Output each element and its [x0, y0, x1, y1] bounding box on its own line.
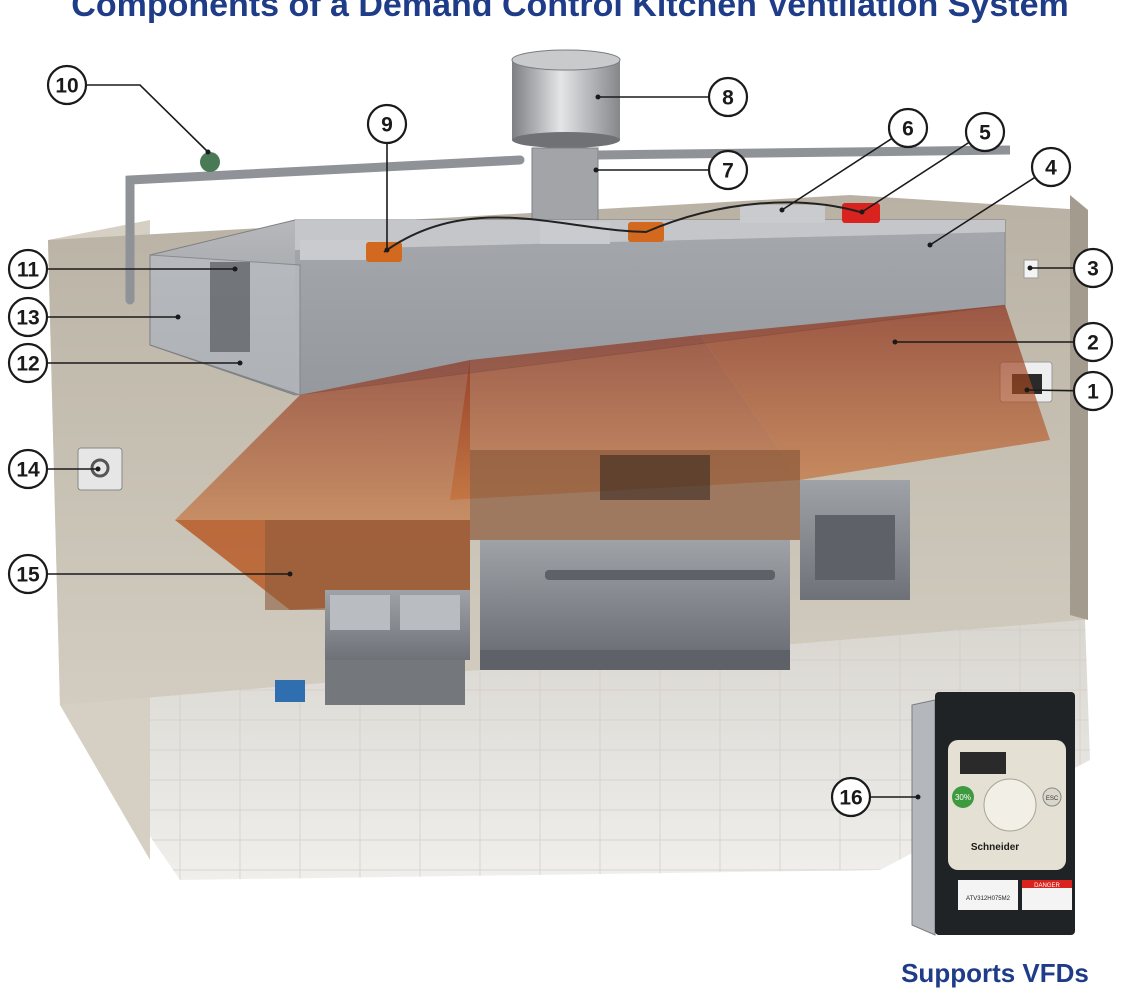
fire-suppression-pipe — [125, 145, 1011, 305]
callout-anchor-6 — [779, 207, 785, 213]
exhaust-fan — [511, 49, 621, 148]
callout-anchor-10 — [205, 149, 211, 155]
fire-suppression-valve — [200, 152, 220, 172]
callout-anchor-16 — [915, 794, 921, 800]
callout-anchor-4 — [927, 242, 933, 248]
callout-circle-11 — [7, 248, 49, 290]
callout-circle-8 — [707, 76, 749, 118]
floor-tiles — [60, 620, 1090, 880]
callout-anchor-12 — [237, 360, 243, 366]
callout-number-14: 14 — [16, 459, 40, 482]
callout-anchor-14 — [95, 466, 101, 472]
callout-anchor-7 — [593, 167, 599, 173]
callout-circle-7 — [707, 149, 749, 191]
callout-circle-10 — [46, 64, 88, 106]
vfd-brand: Schneider — [971, 842, 1019, 853]
callout-anchor-8 — [595, 94, 601, 100]
callout-number-5: 5 — [979, 122, 991, 145]
callout-leader-5 — [861, 141, 970, 213]
fryer — [265, 520, 470, 705]
callout-number-2: 2 — [1087, 332, 1099, 355]
vfd-drive: 30% ESC Schneider ATV312H075M2 DANGER — [911, 692, 1075, 936]
vfd-model-label: ATV312H075M2 — [966, 896, 1011, 902]
vfd-warning-label: DANGER — [1034, 883, 1060, 889]
callout-number-11: 11 — [17, 259, 40, 282]
sensor-cable — [383, 201, 861, 253]
callout-number-7: 7 — [722, 160, 734, 183]
callout-circle-4 — [1030, 146, 1072, 188]
callout-anchor-5 — [859, 209, 865, 215]
oven-range — [800, 480, 910, 600]
callout-circle-13 — [7, 296, 49, 338]
callout-number-4: 4 — [1045, 157, 1057, 180]
exhaust-hood-end-cabinet — [149, 254, 301, 396]
callout-circle-14 — [7, 448, 49, 490]
callout-number-12: 12 — [16, 353, 39, 376]
callout-number-15: 15 — [16, 564, 40, 587]
callout-number-6: 6 — [902, 118, 914, 141]
callout-circle-6 — [887, 107, 929, 149]
callout-circle-15 — [7, 553, 49, 595]
callout-anchor-3 — [1027, 265, 1033, 271]
callout-number-16: 16 — [839, 787, 862, 810]
callout-circle-3 — [1072, 247, 1114, 289]
callout-number-9: 9 — [381, 114, 393, 137]
right-wall-edge — [1070, 195, 1088, 620]
griddle-range — [470, 450, 800, 670]
callout-number-10: 10 — [55, 75, 78, 98]
callout-anchor-2 — [892, 339, 898, 345]
callout-circle-9 — [366, 103, 408, 145]
callout-circle-12 — [7, 342, 49, 384]
page-title: Components of a Demand Control Kitchen V… — [71, 0, 1068, 24]
callout-number-13: 13 — [16, 307, 39, 330]
vfd-esc-label: ESC — [1046, 796, 1059, 802]
callout-number-1: 1 — [1087, 381, 1099, 404]
callout-anchor-15 — [287, 571, 293, 577]
callout-circle-16 — [830, 776, 872, 818]
callout-number-8: 8 — [722, 87, 734, 110]
vfd-badge-text: 30% — [955, 793, 971, 802]
callout-leader-1 — [1026, 389, 1075, 392]
callout-leader-6 — [781, 137, 893, 211]
vfd-badge — [952, 786, 974, 808]
callout-anchor-9 — [384, 247, 390, 253]
callout-anchor-13 — [175, 314, 181, 320]
callout-anchor-11 — [232, 266, 238, 272]
vfd-caption: Supports VFDs — [901, 958, 1089, 988]
callout-circle-5 — [964, 111, 1006, 153]
callout-circle-1 — [1072, 370, 1114, 412]
exhaust-duct — [531, 147, 599, 229]
callout-leader-10 — [86, 84, 209, 153]
callout-anchor-1 — [1024, 387, 1030, 393]
callout-leader-4 — [929, 176, 1036, 246]
callout-number-3: 3 — [1087, 258, 1099, 281]
callout-circle-2 — [1072, 321, 1114, 363]
